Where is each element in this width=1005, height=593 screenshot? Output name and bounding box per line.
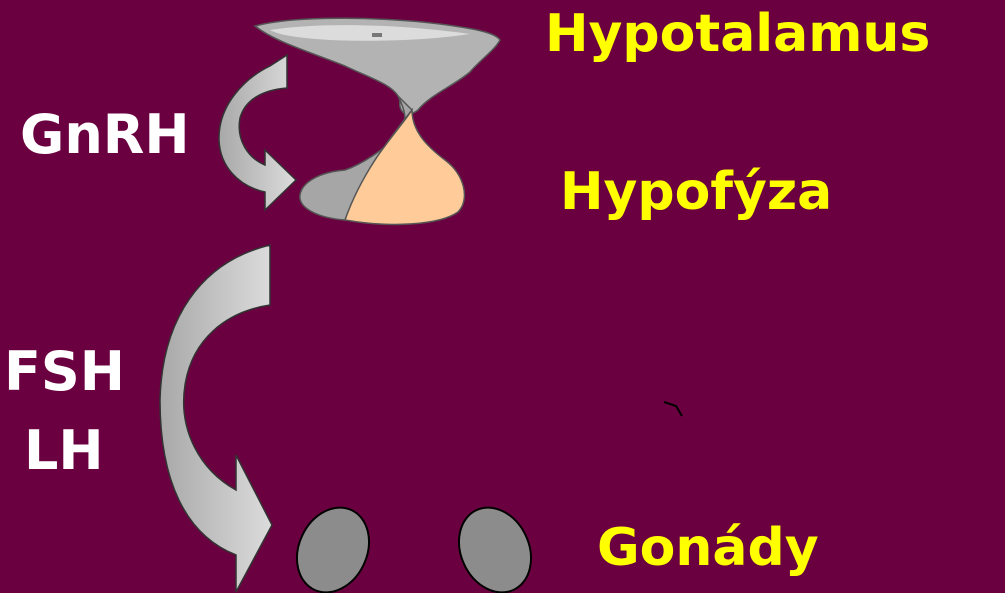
- gnrh-label: GnRH: [20, 108, 190, 162]
- pituitary-label: Hypofýza: [560, 166, 832, 218]
- fsh-lh-arrow: [160, 245, 272, 592]
- hypothalamus-label: Hypotalamus: [545, 8, 930, 60]
- fsh-label: FSH: [4, 345, 125, 399]
- lh-label: LH: [24, 424, 104, 478]
- gonads-label: Gonády: [597, 522, 819, 574]
- gnrh-arrow: [219, 55, 296, 210]
- stray-mark: [664, 402, 682, 416]
- gonad-right: [446, 496, 545, 593]
- hypothalamus-mark: [372, 33, 382, 37]
- gonad-left: [284, 496, 383, 593]
